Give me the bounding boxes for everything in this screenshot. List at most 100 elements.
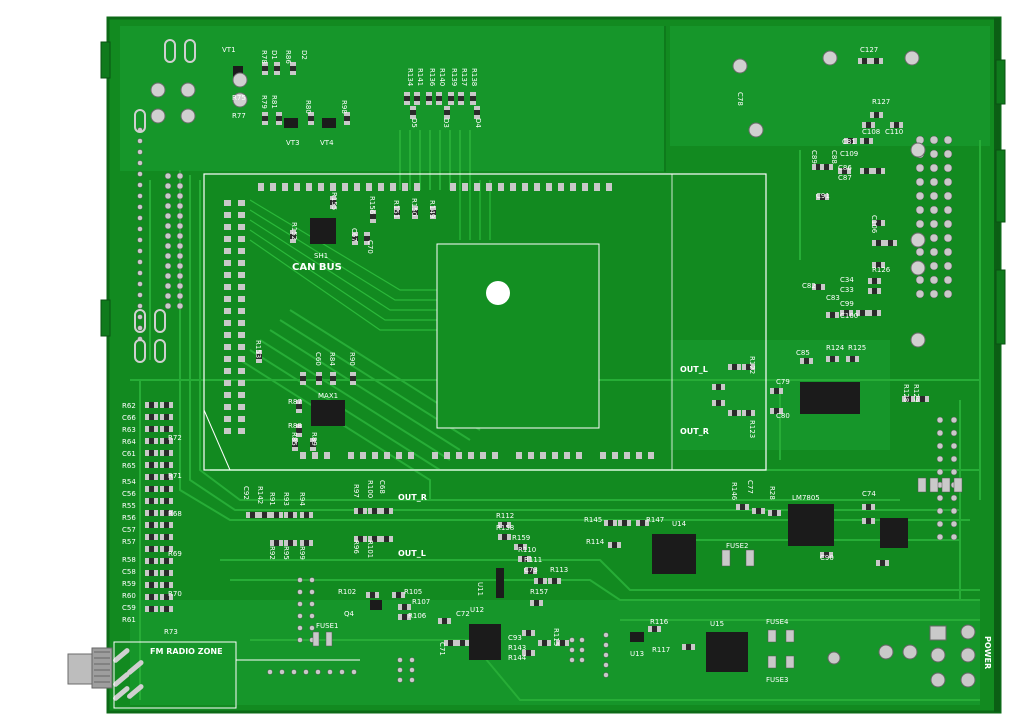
smd-body — [864, 168, 869, 174]
ref-c78: C78 — [736, 92, 744, 106]
smd-pad — [394, 206, 400, 210]
module-pin — [224, 344, 231, 350]
through-hole-pad — [397, 677, 403, 683]
through-hole-pad — [164, 262, 172, 270]
smd-passive — [902, 396, 915, 402]
smd-body — [149, 570, 154, 576]
oval-pad — [154, 339, 166, 363]
module-pin — [306, 183, 312, 191]
ref-c77: C77 — [746, 480, 754, 494]
smd-body — [866, 518, 871, 524]
module-pin — [558, 183, 564, 191]
smd-body — [149, 510, 154, 516]
smd-body — [430, 210, 436, 215]
smd-passive — [392, 592, 405, 598]
ref-r84: R84 — [328, 352, 336, 366]
through-hole-pad — [936, 442, 944, 450]
smd-pad — [868, 288, 872, 294]
ref-r117: R117 — [652, 646, 670, 654]
smd-body — [414, 96, 420, 101]
through-hole-pad — [339, 669, 345, 675]
module-pin — [258, 183, 264, 191]
smd-body — [364, 236, 370, 241]
ref-r127: R127 — [872, 98, 890, 106]
through-hole-pad — [309, 577, 315, 583]
smd-passive — [412, 206, 418, 219]
smd-body — [824, 552, 829, 558]
smd-passive — [284, 540, 297, 546]
smd-passive — [820, 164, 833, 170]
smd-pad — [270, 540, 274, 546]
label-out-r-right: OUT_R — [680, 427, 709, 436]
ref-fuse4: FUSE4 — [766, 618, 789, 626]
ref-u11: U11 — [476, 582, 484, 596]
smd-pad — [426, 101, 432, 105]
smd-body — [518, 544, 523, 550]
through-hole-pad — [929, 289, 939, 299]
smd-pad — [160, 450, 164, 456]
smd-pad — [363, 508, 367, 514]
smd-pad — [279, 540, 283, 546]
smd-pad — [777, 510, 781, 516]
ref-c88: C88 — [830, 150, 838, 164]
smd-passive — [844, 138, 857, 144]
smd-passive — [868, 288, 881, 294]
ref-c85: C85 — [796, 349, 810, 357]
through-hole-pad — [943, 275, 953, 285]
smd-body — [310, 442, 316, 447]
smd-pad — [296, 424, 302, 428]
ref-c56: C56 — [122, 490, 136, 498]
smd-pad — [881, 240, 885, 246]
smd-pad — [414, 92, 420, 96]
smd-pad — [169, 534, 173, 540]
smd-pad — [352, 232, 358, 236]
smd-passive — [534, 578, 547, 584]
smd-pad — [309, 540, 313, 546]
smd-pad — [377, 508, 381, 514]
ref-c34: C34 — [840, 276, 854, 284]
smd-body — [876, 220, 881, 226]
through-hole-pad — [315, 669, 321, 675]
slot-pad — [113, 686, 130, 701]
through-hole-pad — [164, 272, 172, 280]
ic-max1 — [311, 400, 345, 426]
module-pin — [342, 183, 348, 191]
smd-body — [149, 402, 154, 408]
smd-body — [262, 116, 268, 121]
smd-passive — [300, 512, 313, 518]
smd-pad — [145, 570, 149, 576]
smd-pad — [160, 462, 164, 468]
smd-body — [534, 600, 539, 606]
smd-pad — [350, 372, 356, 376]
silkscreen-zone-labels: CAN BUS FM RADIO ZONE OUT_L OUT_R OUT_R … — [150, 262, 992, 669]
smd-body — [526, 630, 531, 636]
smd-body — [842, 168, 847, 174]
smd-pad — [539, 600, 543, 606]
smd-passive — [160, 594, 173, 600]
smd-pad — [154, 510, 158, 516]
smd-pad — [290, 239, 296, 243]
through-hole-pad — [176, 202, 184, 210]
module-pin — [238, 392, 245, 398]
smd-body — [502, 522, 507, 528]
ref-c57: C57 — [122, 526, 136, 534]
smd-body — [426, 96, 432, 101]
smd-pad — [430, 215, 436, 219]
smd-pad — [169, 522, 173, 528]
ref-r129: R129 — [912, 384, 920, 402]
through-hole-pad — [137, 204, 143, 210]
module-pin — [516, 452, 522, 459]
ref-c72: C72 — [456, 610, 470, 618]
module-pin — [224, 380, 231, 386]
smd-pad — [354, 536, 358, 542]
smd-pad — [458, 101, 464, 105]
smd-pad — [160, 606, 164, 612]
smd-pad — [737, 410, 741, 416]
through-hole-pad — [164, 302, 172, 310]
smd-body — [402, 604, 407, 610]
smd-passive — [160, 546, 173, 552]
smd-pad — [284, 512, 288, 518]
smd-body — [308, 116, 314, 121]
through-hole-pad — [569, 647, 575, 653]
slot-pad — [127, 660, 144, 675]
